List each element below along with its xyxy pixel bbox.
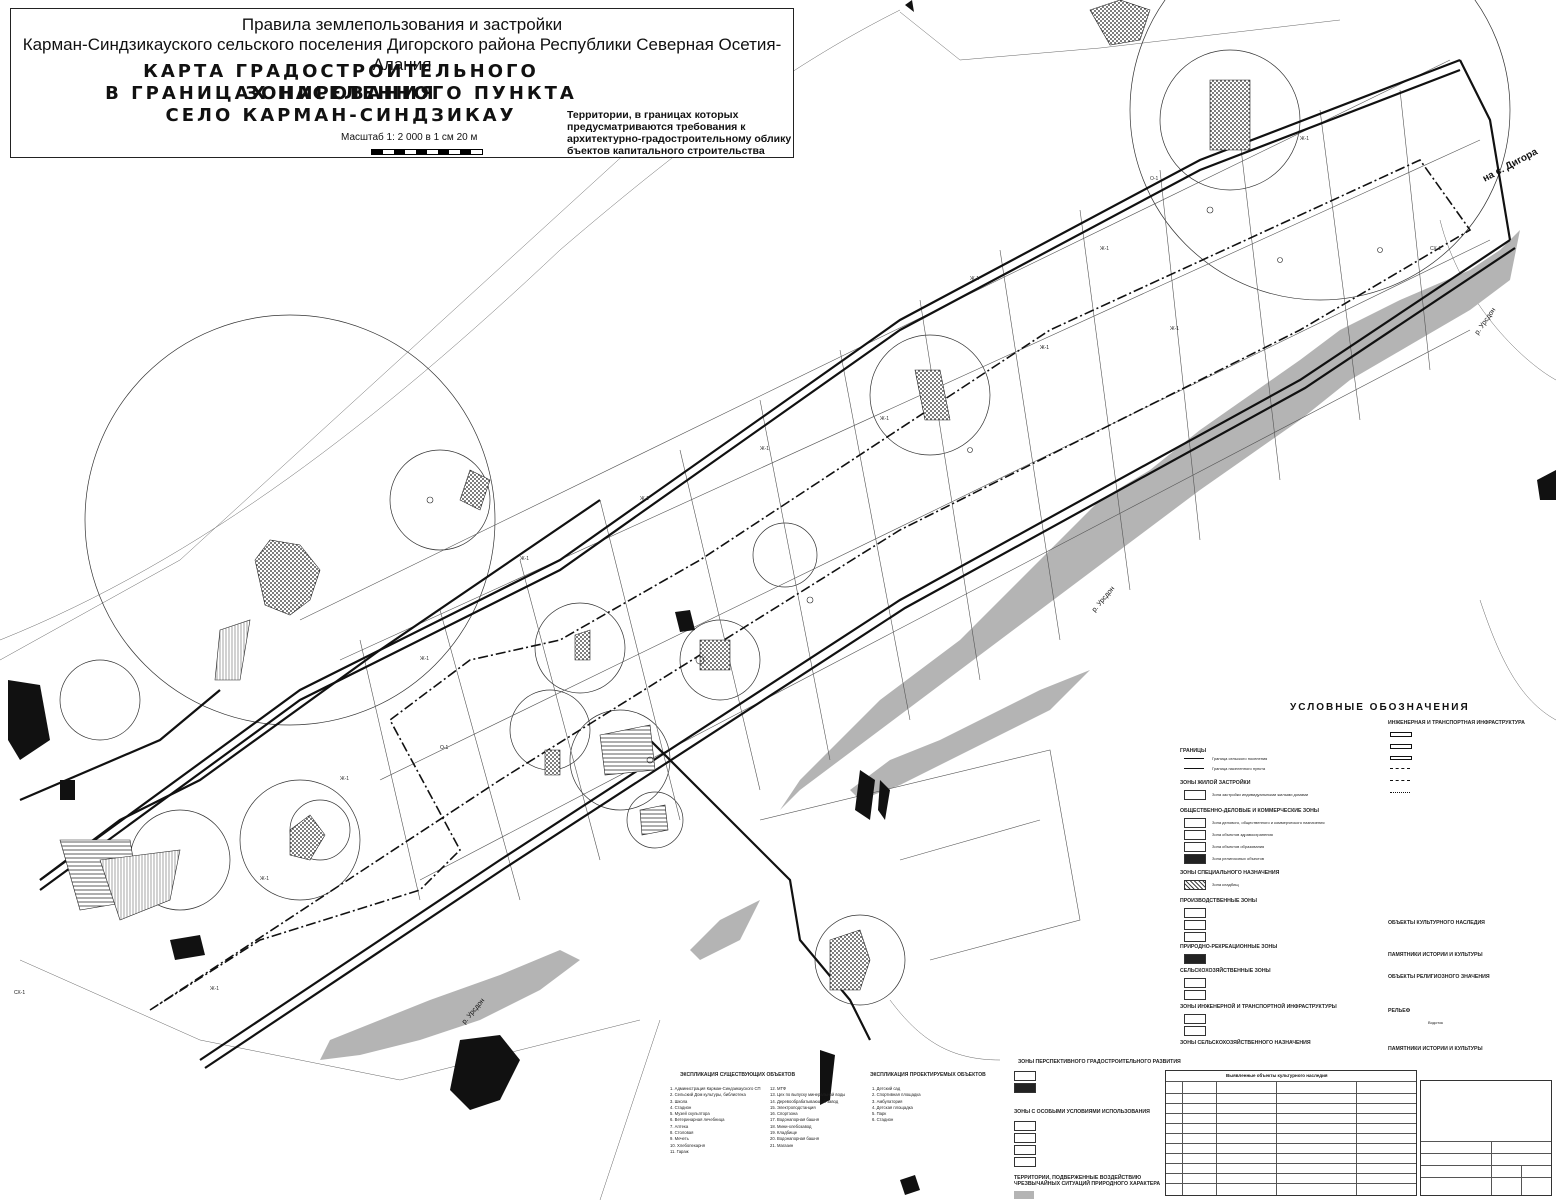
legend-item-o3: Зона религиозных объектов	[1212, 856, 1265, 861]
legend-item-o1: Зона объектов здравоохранения	[1212, 832, 1273, 837]
svg-text:Ж-1: Ж-1	[210, 986, 219, 992]
svg-text:Ж-1: Ж-1	[970, 276, 979, 282]
perspective-legend: ЗОНЫ ПЕРСПЕКТИВНОГО ГРАДОСТРОИТЕЛЬНОГО Р…	[1010, 1035, 1181, 1200]
svg-text:Ж-1: Ж-1	[880, 416, 889, 422]
existing-item: 17. Водонапорная башня	[770, 1117, 819, 1123]
existing-explication-title: ЭКСПЛИКАЦИЯ СУЩЕСТВУЮЩИХ ОБЪЕКТОВ	[680, 1072, 796, 1078]
legend-head-special: ЗОНЫ СПЕЦИАЛЬНОГО НАЗНАЧЕНИЯ	[1180, 870, 1280, 876]
legend-item-river: Водоток	[1428, 1020, 1444, 1025]
project-item: 5. Парк	[872, 1111, 887, 1117]
title-block: Правила землепользования и застройки Кар…	[10, 8, 794, 158]
legend-item-o2: Зона объектов образования	[1212, 844, 1265, 849]
street-grid	[299, 59, 1491, 961]
legend-head-production: ПРОИЗВОДСТВЕННЫЕ ЗОНЫ	[1180, 898, 1257, 904]
svg-text:Ж-1: Ж-1	[1170, 326, 1179, 332]
scale-bar	[371, 149, 483, 155]
svg-text:Ж-1: Ж-1	[1300, 136, 1309, 142]
legend-head-monuments-2: ПАМЯТНИКИ ИСТОРИИ И КУЛЬТУРЫ	[1388, 1046, 1483, 1052]
flood-zone	[320, 230, 1520, 1060]
existing-item: 20. Водонапорная башня	[770, 1136, 819, 1142]
project-item: 1. Детский сад	[872, 1086, 901, 1091]
dark-objects	[8, 0, 1556, 1195]
existing-item: 15. Электроподстанция	[770, 1104, 816, 1110]
svg-text:Ж-1: Ж-1	[340, 776, 349, 782]
existing-item: 13. Цех по выпуску минеральной воды	[770, 1092, 846, 1098]
project-item: 4. Детская площадка	[872, 1104, 913, 1110]
existing-item: 9. Мечеть	[670, 1136, 689, 1142]
legend-item-od: Зона делового, общественного и коммерчес…	[1212, 820, 1325, 825]
existing-item: 14. Деревообрабатывающий завод	[770, 1098, 839, 1104]
scale-label: Масштаб 1: 2 000 в 1 см 20 м	[341, 132, 478, 143]
map-title-line-3: СЕЛО КАРМАН-СИНДЗИКАУ	[165, 105, 517, 126]
legend-item-border-locality: Граница населенного пункта	[1212, 766, 1266, 771]
legend-head-agri: СЕЛЬСКОХОЗЯЙСТВЕННЫЕ ЗОНЫ	[1180, 968, 1271, 974]
existing-item: 19. Кладбище	[770, 1130, 798, 1136]
existing-item: 1. Администрация Карман-Синдзикауского С…	[670, 1086, 761, 1091]
existing-item: 5. Музей скульптора	[670, 1111, 710, 1117]
legend-head-public: ОБЩЕСТВЕННО-ДЕЛОВЫЕ И КОММЕРЧЕСКИЕ ЗОНЫ	[1180, 808, 1319, 814]
legend: ГРАНИЦЫ Граница сельского поселения Гран…	[1170, 720, 1550, 1060]
legend-item-border-settlement: Граница сельского поселения	[1212, 756, 1268, 761]
arch-requirements-note: Территории, в границах которых предусмат…	[567, 109, 792, 157]
legend-head-monuments: ПАМЯТНИКИ ИСТОРИИ И КУЛЬТУРЫ	[1388, 952, 1483, 958]
project-item: 2. Спортивная площадка	[872, 1092, 921, 1098]
legend-item-zh1: Зона застройки индивидуальными жилыми до…	[1212, 792, 1309, 797]
legend-head-borders: ГРАНИЦЫ	[1180, 748, 1207, 754]
existing-item: 21. Магазин	[770, 1142, 794, 1148]
zone-label-sh1: СХ-1	[14, 990, 26, 996]
legend-head-residential: ЗОНЫ ЖИЛОЙ ЗАСТРОЙКИ	[1180, 780, 1251, 786]
rules-title: Правила землепользования и застройки	[241, 15, 563, 34]
legend-head-engineering: ЗОНЫ ИНЖЕНЕРНОЙ И ТРАНСПОРТНОЙ ИНФРАСТРУ…	[1180, 1004, 1337, 1010]
project-explication-title: ЭКСПЛИКАЦИЯ ПРОЕКТИРУЕМЫХ ОБЪЕКТОВ	[870, 1072, 986, 1078]
zone-label-zh1: Ж-1	[1040, 345, 1050, 351]
arch-zone-boundary	[149, 158, 1472, 1011]
existing-item: 4. Стадион	[670, 1104, 692, 1110]
zone-codes: Ж-1 Ж-1 Ж-1 Ж-1 Ж-1 Ж-1 Ж-1 Ж-1 Ж-1 Ж-1 …	[210, 136, 1441, 992]
legend-head-relief: РЕЛЬЕФ	[1388, 1008, 1411, 1014]
special-zones	[59, 0, 1251, 991]
zone-label-od1: О-1	[440, 745, 449, 751]
svg-text:Ж-1: Ж-1	[420, 656, 429, 662]
svg-text:Ж-1: Ж-1	[1100, 246, 1109, 252]
svg-text:О-1: О-1	[1150, 176, 1159, 182]
drawing-stamp	[1420, 1080, 1552, 1196]
existing-item: 16. Спортзона	[770, 1111, 798, 1117]
svg-text:Ж-1: Ж-1	[640, 496, 649, 502]
legend-head-recreation: ПРИРОДНО-РЕКРЕАЦИОННЫЕ ЗОНЫ	[1180, 944, 1278, 950]
legend-head-heritage: ОБЪЕКТЫ КУЛЬТУРНОГО НАСЛЕДИЯ	[1388, 920, 1485, 926]
existing-explication: ЭКСПЛИКАЦИЯ СУЩЕСТВУЮЩИХ ОБЪЕКТОВ 1. Адм…	[640, 1072, 1000, 1198]
project-item: 6. Стадион	[872, 1117, 894, 1123]
existing-item: 3. Школа	[670, 1098, 688, 1104]
legend-item-special1: Зона кладбищ	[1212, 882, 1239, 887]
point-objects	[426, 206, 1383, 764]
svg-text:Ж-1: Ж-1	[520, 556, 529, 562]
settlement-title: Карман-Синдзикауского сельского поселени…	[22, 35, 782, 74]
map-title-line-1: КАРТА ГРАДОСТРОИТЕЛЬНОГО ЗОНИРОВАНИЯ	[143, 61, 539, 104]
legend-head-perspective: ЗОНЫ ПЕРСПЕКТИВНОГО ГРАДОСТРОИТЕЛЬНОГО Р…	[1018, 1059, 1181, 1065]
existing-item: 7. Аптека	[670, 1123, 689, 1129]
existing-item: 6. Ветеринарная лечебница	[670, 1117, 725, 1123]
svg-text:Ж-1: Ж-1	[260, 876, 269, 882]
existing-item: 2. Сельский Дом культуры, библиотека	[670, 1092, 746, 1098]
existing-item: 8. Столовая	[670, 1130, 694, 1136]
legend-head-infra: ИНЖЕНЕРНАЯ И ТРАНСПОРТНАЯ ИНФРАСТРУКТУРА	[1388, 720, 1525, 726]
legend-head-religious: ОБЪЕКТЫ РЕЛИГИОЗНОГО ЗНАЧЕНИЯ	[1388, 974, 1490, 980]
project-item: 3. Амбулатория	[872, 1098, 903, 1104]
legend-head-agri-use: ЗОНЫ СЕЛЬСКОХОЗЯЙСТВЕННОГО НАЗНАЧЕНИЯ	[1180, 1040, 1311, 1046]
existing-item: 10. Хлебопекарня	[670, 1142, 705, 1148]
existing-item: 18. Мини-хлебозавод	[770, 1123, 812, 1129]
heritage-table-title: Выявленные объекты культурного наследия	[1226, 1073, 1328, 1078]
svg-text:Ж-1: Ж-1	[760, 446, 769, 452]
existing-item: 12. МТФ	[770, 1086, 787, 1091]
map-title-line-2: В ГРАНИЦАХ НАСЕЛЕННОГО ПУНКТА	[105, 83, 577, 104]
legend-title: УСЛОВНЫЕ ОБОЗНАЧЕНИЯ	[1290, 702, 1470, 713]
existing-item: 11. Гараж	[670, 1148, 689, 1154]
heritage-table: Выявленные объекты культурного наследия	[1165, 1070, 1417, 1196]
legend-head-hazard: ТЕРРИТОРИИ, ПОДВЕРЖЕННЫЕ ВОЗДЕЙСТВИЮ ЧРЕ…	[1014, 1175, 1161, 1187]
legend-head-special-cond: ЗОНЫ С ОСОБЫМИ УСЛОВИЯМИ ИСПОЛЬЗОВАНИЯ	[1014, 1109, 1150, 1115]
svg-text:СХ-1: СХ-1	[1430, 246, 1441, 252]
